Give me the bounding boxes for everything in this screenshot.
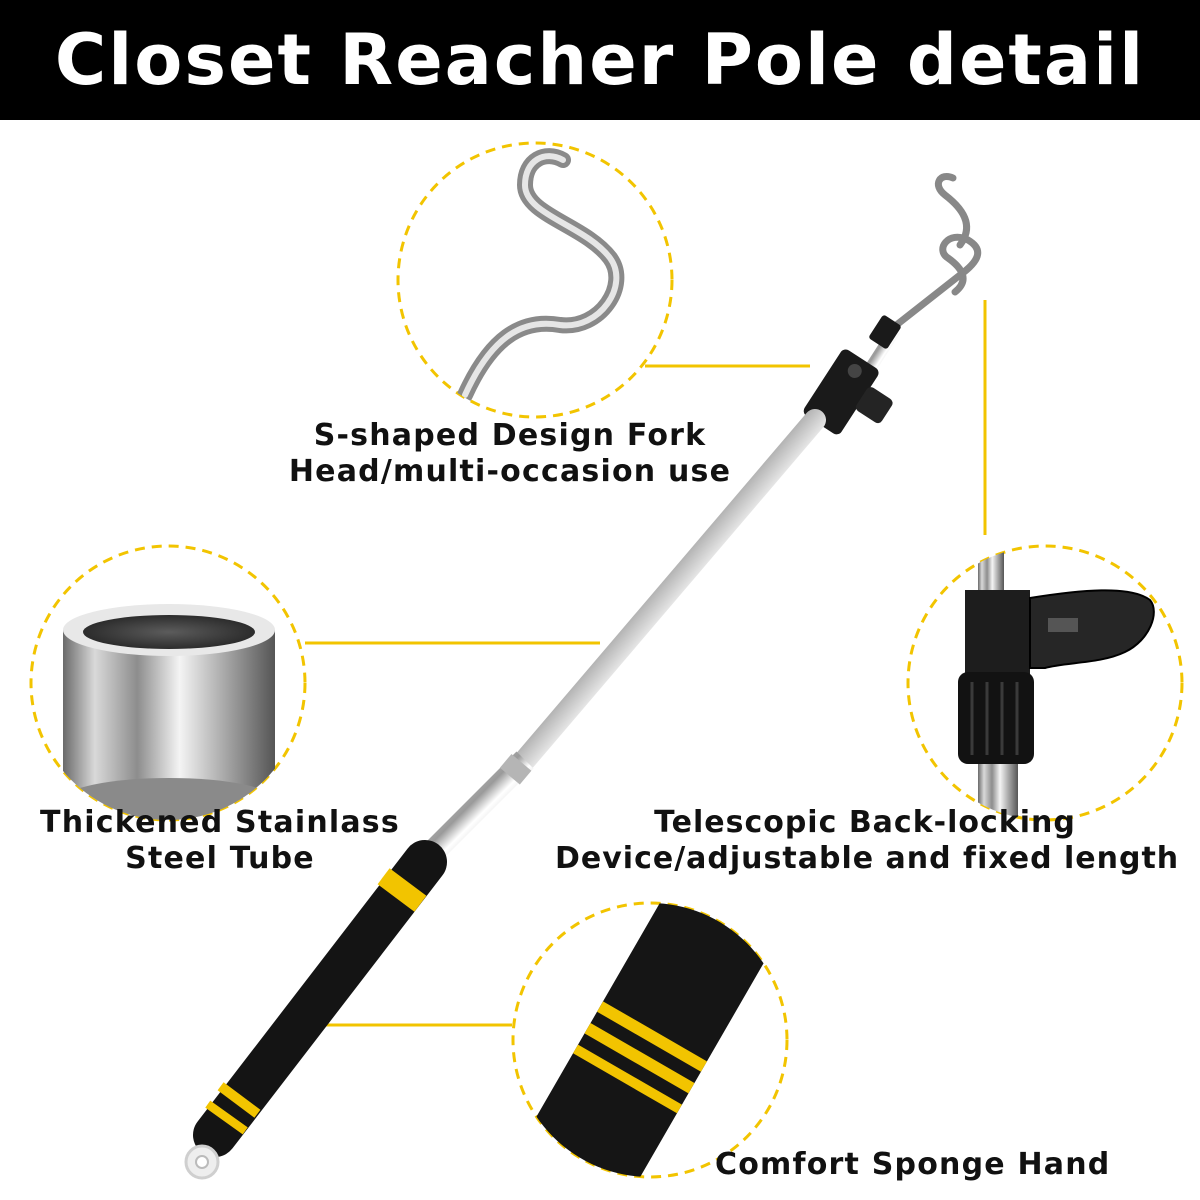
lock-clip-icon bbox=[958, 546, 1155, 820]
connector-lines bbox=[305, 300, 987, 1027]
fork-head-label-line1: S-shaped Design Fork bbox=[313, 418, 707, 453]
reacher-pole-icon bbox=[184, 173, 982, 1180]
s-hook-icon bbox=[457, 148, 625, 403]
steel-tube-label-line2: Steel Tube bbox=[125, 841, 315, 876]
fork-head-label-line2: Head/multi-occasion use bbox=[288, 454, 732, 489]
foam-handle-icon bbox=[513, 903, 782, 1177]
steel-tube-label-line1: Thickened Stainlass bbox=[40, 805, 400, 840]
locking-device-label-line1: Telescopic Back-locking bbox=[654, 805, 1076, 840]
steel-tube-label: Thickened Stainlass Steel Tube bbox=[20, 805, 420, 877]
locking-device-label: Telescopic Back-locking Device/adjustabl… bbox=[555, 805, 1180, 877]
locking-device-label-line2: Device/adjustable and fixed length bbox=[555, 841, 1180, 876]
fork-head-label: S-shaped Design Fork Head/multi-occasion… bbox=[250, 418, 770, 490]
fork-detail-circle bbox=[396, 141, 674, 419]
title-banner: Closet Reacher Pole detail bbox=[0, 0, 1200, 120]
page-title: Closet Reacher Pole detail bbox=[54, 19, 1146, 101]
lock-detail-circle bbox=[906, 544, 1184, 822]
steel-tube-icon bbox=[63, 604, 275, 820]
sponge-handle-label: Comfort Sponge Hand bbox=[715, 1147, 1115, 1183]
tube-detail-circle bbox=[29, 544, 307, 822]
handle-detail-circle bbox=[511, 901, 789, 1179]
sponge-handle-label-line1: Comfort Sponge Hand bbox=[715, 1147, 1111, 1182]
